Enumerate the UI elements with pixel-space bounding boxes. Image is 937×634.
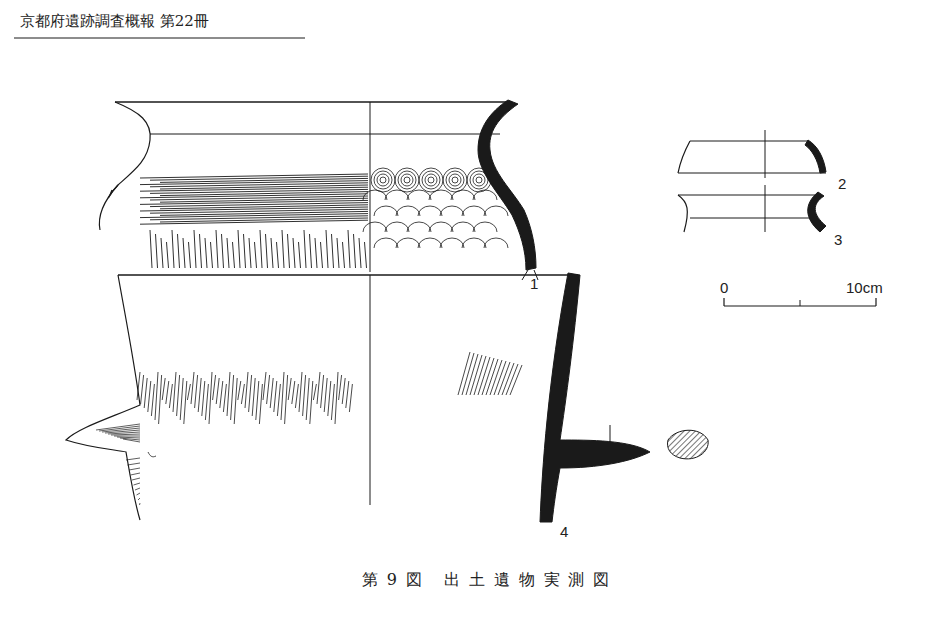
surface-hatching [96,352,522,505]
vessel-outline [99,185,118,230]
outline-line [678,173,826,174]
neck-line [150,134,500,135]
center-line [370,275,371,505]
scale-tick [800,300,801,306]
mark [148,452,156,457]
center-line [765,130,766,178]
header-rule [14,38,305,39]
vessel-outline [678,195,687,232]
center-line [765,185,766,232]
vessel-section [540,273,650,522]
vessel-outline [66,275,140,520]
callout-number: 4 [560,524,568,539]
callout-number: 3 [834,232,842,247]
callout-number: 2 [838,176,846,191]
vessel-outline [109,102,151,198]
scale-tick [723,298,724,306]
outline-line [690,141,808,142]
vessel-section [808,192,826,232]
figure-caption: 第9図 出土遺物実測図 [362,572,618,588]
center-line [370,102,371,272]
callout-number: 1 [530,276,538,291]
handle-cross-section [668,430,709,459]
vessel-section [805,140,826,173]
surface-hatching [140,174,368,268]
scale-length: 10cm [846,280,883,295]
scale-tick [875,298,876,306]
concentric-decoration [363,168,508,248]
vessel-outline [678,141,690,173]
outline-line [678,195,820,196]
center-tick [610,425,611,450]
scale-zero: 0 [720,280,728,295]
rim-line [115,101,512,102]
running-header: 京都府遺跡調査概報 第22冊 [20,14,209,29]
rim-line [118,274,578,275]
outline-line [690,218,815,219]
